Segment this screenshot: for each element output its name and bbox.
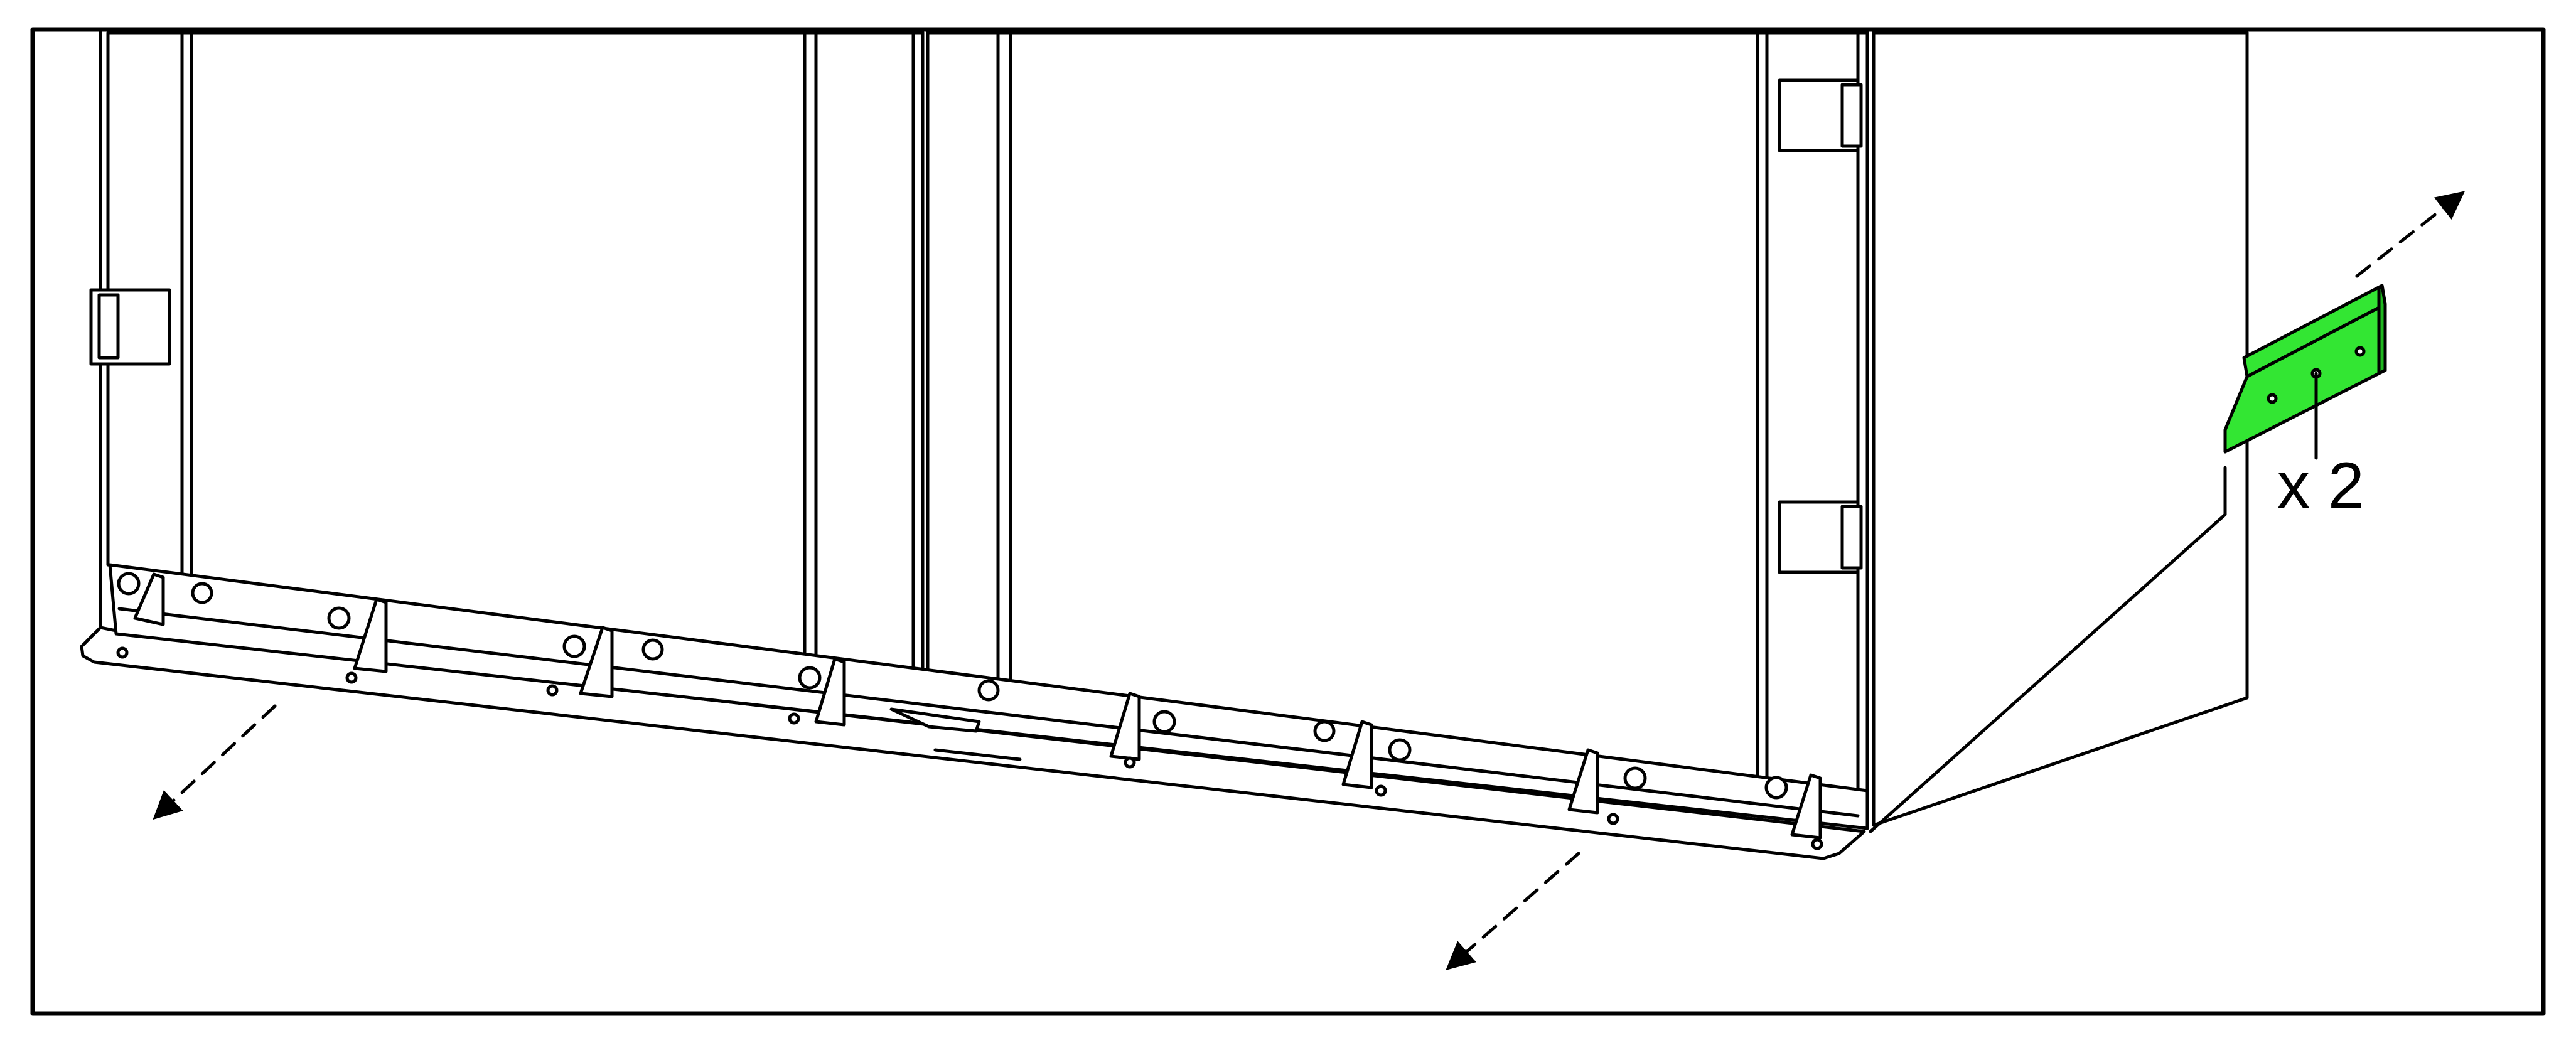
cabinet: [89, 31, 2249, 833]
door-hinge-left: [89, 288, 171, 366]
bracket-side-face: [2223, 302, 2387, 454]
rail-holes: [116, 582, 1823, 850]
right-door: [926, 31, 1869, 811]
highlighted-bracket: [2223, 284, 2387, 454]
diagram-frame: [30, 27, 2546, 1016]
left-door: [106, 31, 925, 675]
base-flange: [80, 626, 1866, 860]
removal-arrow-icon: [2355, 191, 2466, 278]
quantity-callout-label: x 2: [2277, 449, 2364, 522]
removal-arrow-icon: [1446, 852, 1580, 970]
base-mounting-rail: [80, 563, 1869, 860]
cabinet-right-side-panel: [1872, 31, 2249, 827]
door-hinge-upper-right: [1778, 78, 1863, 152]
cabinet-floor-edge: [1869, 466, 2227, 833]
door-hinge-lower-right: [1778, 500, 1863, 574]
removal-arrow-icon: [153, 704, 277, 820]
rail-bolts: [117, 572, 1788, 800]
base-centre-cutout: [889, 707, 1022, 761]
removal-arrows: [153, 191, 2466, 970]
